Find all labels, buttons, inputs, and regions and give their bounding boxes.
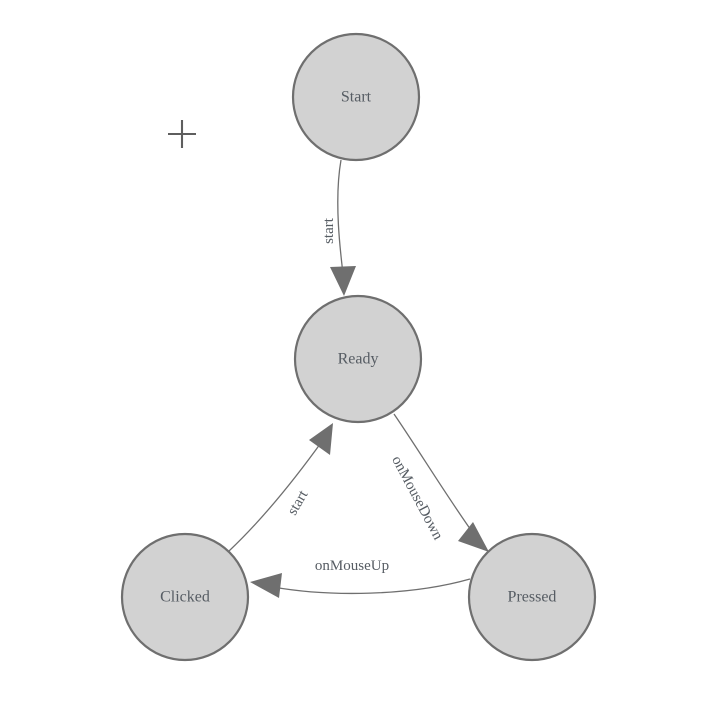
node-clicked[interactable]: Clicked bbox=[120, 532, 250, 662]
node-ready[interactable]: Ready bbox=[293, 294, 423, 424]
node-ready-circle[interactable] bbox=[293, 294, 423, 424]
node-start-circle[interactable] bbox=[291, 32, 421, 162]
crosshair-cursor-icon bbox=[168, 120, 196, 148]
edge-line[interactable] bbox=[337, 159, 345, 283]
edge-label-onmouseup: onMouseUp bbox=[315, 558, 389, 574]
edge-arrowhead-icon bbox=[309, 423, 333, 455]
edge-clicked-to-ready[interactable]: start bbox=[228, 423, 333, 552]
edge-start-to-ready[interactable]: start bbox=[321, 159, 356, 296]
node-ready-label: Ready bbox=[338, 351, 379, 368]
edge-line[interactable] bbox=[272, 578, 471, 595]
edge-ready-to-pressed[interactable]: onMouseDown bbox=[388, 413, 489, 552]
edge-label-start-2: start bbox=[285, 487, 312, 518]
edge-label-onmousedown: onMouseDown bbox=[388, 453, 446, 543]
edge-arrowhead-icon bbox=[458, 522, 489, 552]
node-pressed-label: Pressed bbox=[508, 589, 557, 606]
edge-line[interactable] bbox=[228, 439, 324, 552]
node-clicked-label: Clicked bbox=[160, 589, 210, 606]
edge-label-start: start bbox=[321, 217, 337, 244]
node-clicked-circle[interactable] bbox=[120, 532, 250, 662]
node-pressed-circle[interactable] bbox=[467, 532, 597, 662]
node-pressed[interactable]: Pressed bbox=[467, 532, 597, 662]
edge-arrowhead-icon bbox=[250, 573, 282, 598]
node-start-label: Start bbox=[341, 89, 372, 106]
edge-arrowhead-icon bbox=[330, 266, 356, 296]
edge-pressed-to-clicked[interactable]: onMouseUp bbox=[250, 558, 471, 598]
edge-line[interactable] bbox=[393, 413, 479, 541]
node-start[interactable]: Start bbox=[291, 32, 421, 162]
nodes-layer: Start Ready Clicked Pressed bbox=[120, 32, 597, 662]
